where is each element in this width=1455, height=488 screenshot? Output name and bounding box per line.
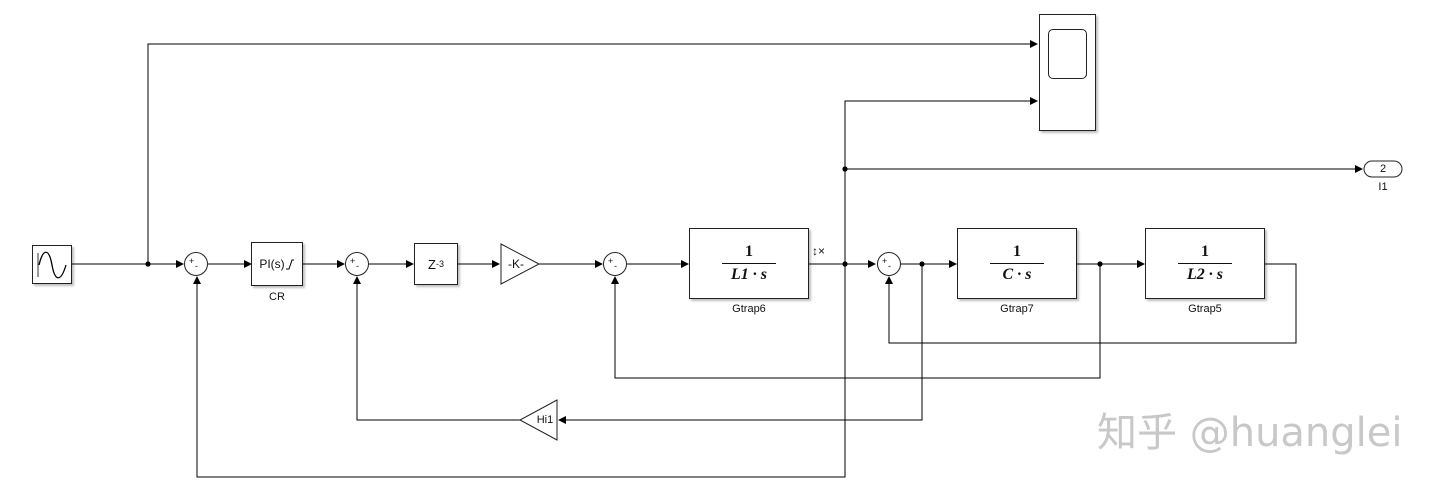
gtrap6-label: Gtrap6 [732, 303, 766, 315]
scope-block[interactable] [1039, 14, 1096, 131]
sum-minus-sign: - [888, 261, 891, 271]
sum-plus-sign: + [189, 256, 195, 266]
sine-wave-icon [37, 251, 67, 278]
sum-minus-sign: - [356, 261, 359, 271]
outport-label: I1 [1378, 181, 1388, 193]
watermark-text: 知乎 @huanglei [1097, 410, 1403, 456]
fraction-bar [1178, 263, 1232, 264]
gtrap5-numerator: 1 [1201, 243, 1209, 261]
delay-text: Z [428, 256, 436, 272]
saturation-icon [285, 259, 294, 270]
gain-block-text[interactable]: -K- [508, 257, 524, 271]
line-hi1-to-sum2 [353, 276, 521, 421]
gtrap7-block[interactable]: 1 C · s [957, 228, 1077, 299]
line-gtrap5-feedback [885, 263, 1297, 344]
sum-block-2[interactable]: + - [345, 252, 369, 276]
gtrap7-label: Gtrap7 [1000, 303, 1034, 315]
pi-controller-text: PI(s) [259, 257, 285, 271]
sum-minus-sign: - [614, 261, 617, 271]
scope-screen-icon [1048, 29, 1087, 79]
fraction-bar [990, 263, 1044, 264]
outport-number[interactable]: 2 [1379, 163, 1387, 175]
outport-shape [1363, 160, 1403, 178]
line-hi1-input [558, 264, 923, 424]
sum-block-4[interactable]: + - [877, 252, 901, 276]
gtrap5-label: Gtrap5 [1188, 303, 1222, 315]
fraction-bar [722, 263, 776, 264]
gain-block-shape [500, 243, 541, 285]
gtrap6-denominator: L1 · s [731, 266, 767, 283]
sum-plus-sign: + [882, 256, 888, 266]
gtrap5-block[interactable]: 1 L2 · s [1145, 228, 1265, 299]
line-voltage-feedback [611, 264, 1101, 379]
gtrap6-block[interactable]: 1 L1 · s [689, 228, 809, 299]
line-current-feedback-outer [193, 264, 846, 478]
hi1-gain-text[interactable]: Hi1 [536, 414, 554, 426]
sine-wave-source[interactable] [32, 245, 72, 284]
pi-controller-block[interactable]: PI(s) [251, 242, 303, 286]
sum-plus-sign: + [350, 256, 356, 266]
sum-minus-sign: - [195, 261, 198, 271]
signal-probe-icon[interactable]: ↕× [812, 244, 826, 258]
line-sine-to-scope [147, 40, 1038, 264]
line-current-to-scope [844, 97, 1038, 264]
unit-delay-block[interactable]: Z-3 [414, 243, 458, 285]
hi1-gain-block [518, 399, 558, 441]
sum-plus-sign: + [608, 256, 614, 266]
sum-block-1[interactable]: + - [184, 252, 208, 276]
gtrap5-denominator: L2 · s [1187, 266, 1223, 283]
gtrap7-denominator: C · s [1002, 266, 1032, 283]
delay-exponent: -3 [435, 259, 444, 269]
pi-controller-label: CR [269, 291, 285, 303]
gtrap6-numerator: 1 [745, 243, 753, 261]
gtrap7-numerator: 1 [1013, 243, 1021, 261]
sum-block-3[interactable]: + - [603, 252, 627, 276]
